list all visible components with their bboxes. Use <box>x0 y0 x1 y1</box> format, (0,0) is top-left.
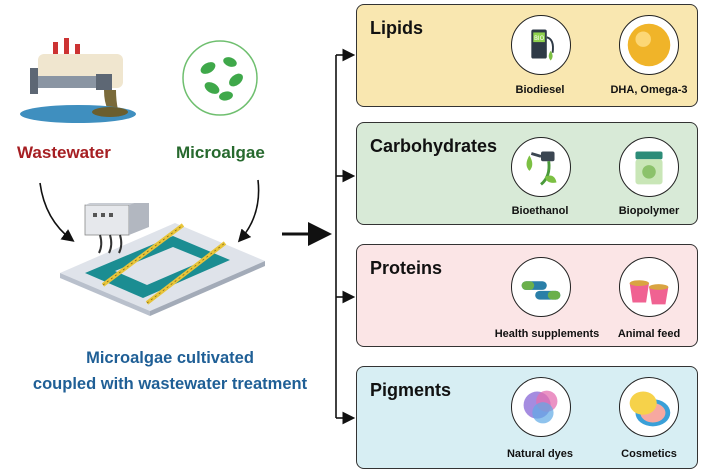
panel-title: Lipids <box>370 18 423 38</box>
biopolymer-jar-icon <box>619 137 679 197</box>
product-label-cosmetics: Cosmetics <box>621 448 677 460</box>
product-label-health-supplements: Health supplements <box>494 328 600 340</box>
panel-carbohydrates: Carbohydrates Bioethanol Biopolymer <box>356 122 698 225</box>
panel-proteins: Proteins Health supplements Animal feed <box>356 244 698 347</box>
biodiesel-pump-icon: BIO <box>511 15 571 75</box>
product-label-biopolymer: Biopolymer <box>618 205 680 217</box>
cosmetics-compact-icon <box>619 377 679 437</box>
wastewater-label: Wastewater <box>17 143 111 162</box>
wastewater-pipe-icon <box>20 38 136 123</box>
svg-text:BIO: BIO <box>534 36 545 42</box>
panel-title: Proteins <box>370 258 443 278</box>
microalgae-cells-icon <box>182 40 258 116</box>
panel-title: Carbohydrates <box>370 136 498 156</box>
dye-splash-icon <box>511 377 571 437</box>
product-label-bioethanol: Bioethanol <box>511 205 569 217</box>
product-label-dha-omega-3: DHA, Omega-3 <box>610 84 688 96</box>
microalgae-label: Microalgae <box>176 143 265 162</box>
panel-lipids: Lipids BIO Biodiesel DHA, Omega-3 <box>356 4 698 107</box>
caption-line-2: coupled with wastewater treatment <box>32 375 308 393</box>
product-label-biodiesel: Biodiesel <box>515 84 565 96</box>
panel-title: Pigments <box>370 380 452 400</box>
product-label-natural-dyes: Natural dyes <box>506 448 574 460</box>
caption-line-1: Microalgae cultivated <box>86 349 254 367</box>
raceway-pond-icon <box>60 203 265 316</box>
flow-arrows <box>39 179 260 243</box>
product-label-animal-feed: Animal feed <box>617 328 681 340</box>
supplement-pills-icon <box>511 257 571 317</box>
feed-buckets-icon <box>619 257 679 317</box>
bioethanol-nozzle-icon <box>511 137 571 197</box>
panel-pigments: Pigments Natural dyes Cosmetics <box>356 366 698 469</box>
omega-capsule-icon <box>619 15 679 75</box>
